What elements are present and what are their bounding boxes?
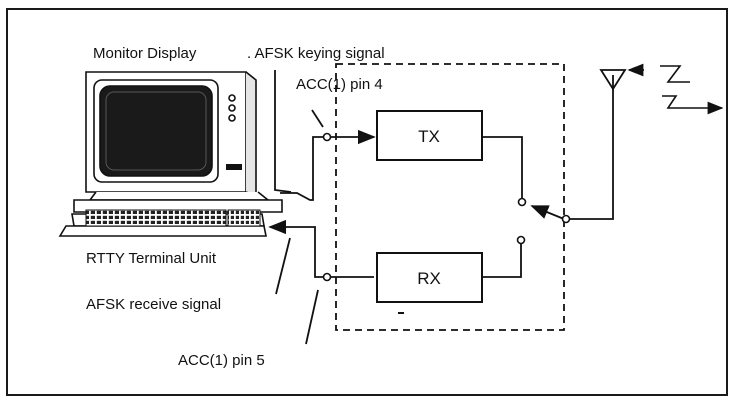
label-rx: RX <box>417 269 441 288</box>
tx-box <box>376 110 483 161</box>
leader-monitor <box>274 70 292 193</box>
afsk-receive-wire <box>268 219 330 278</box>
diagram-frame <box>6 8 728 396</box>
tx-output-wire <box>482 136 523 200</box>
leader-pin5 <box>305 289 319 345</box>
switch-tx-contact <box>517 197 527 207</box>
label-afsk-receive: AFSK receive signal <box>86 296 221 313</box>
radio-wave-arrows-icon <box>627 63 724 115</box>
label-rtty-unit: RTTY Terminal Unit <box>86 250 217 267</box>
leader-receive <box>275 237 291 295</box>
afsk-keying-wire <box>280 136 330 201</box>
antenna-icon <box>599 69 627 91</box>
label-acc-pin5: ACC(1) pin 5 <box>178 352 265 369</box>
leader-pin4 <box>311 109 324 128</box>
rx-mark <box>398 312 404 314</box>
switch-common <box>561 214 571 224</box>
antenna-feed-wire <box>569 75 614 220</box>
acc-pin5-terminal <box>322 272 332 282</box>
label-monitor-display: Monitor Display <box>93 45 197 62</box>
label-acc-pin4: ACC(1) pin 4 <box>296 76 383 93</box>
label-afsk-keying: . AFSK keying signal <box>247 45 385 62</box>
computer-terminal-icon <box>58 71 283 237</box>
label-tx: TX <box>418 127 440 146</box>
acc-pin4-terminal <box>322 132 332 142</box>
tx-rx-switch-arm <box>530 205 565 220</box>
switch-rx-contact <box>516 235 526 245</box>
transceiver-enclosure <box>335 63 565 331</box>
rx-box <box>376 252 483 303</box>
rx-input-wire <box>482 243 522 278</box>
